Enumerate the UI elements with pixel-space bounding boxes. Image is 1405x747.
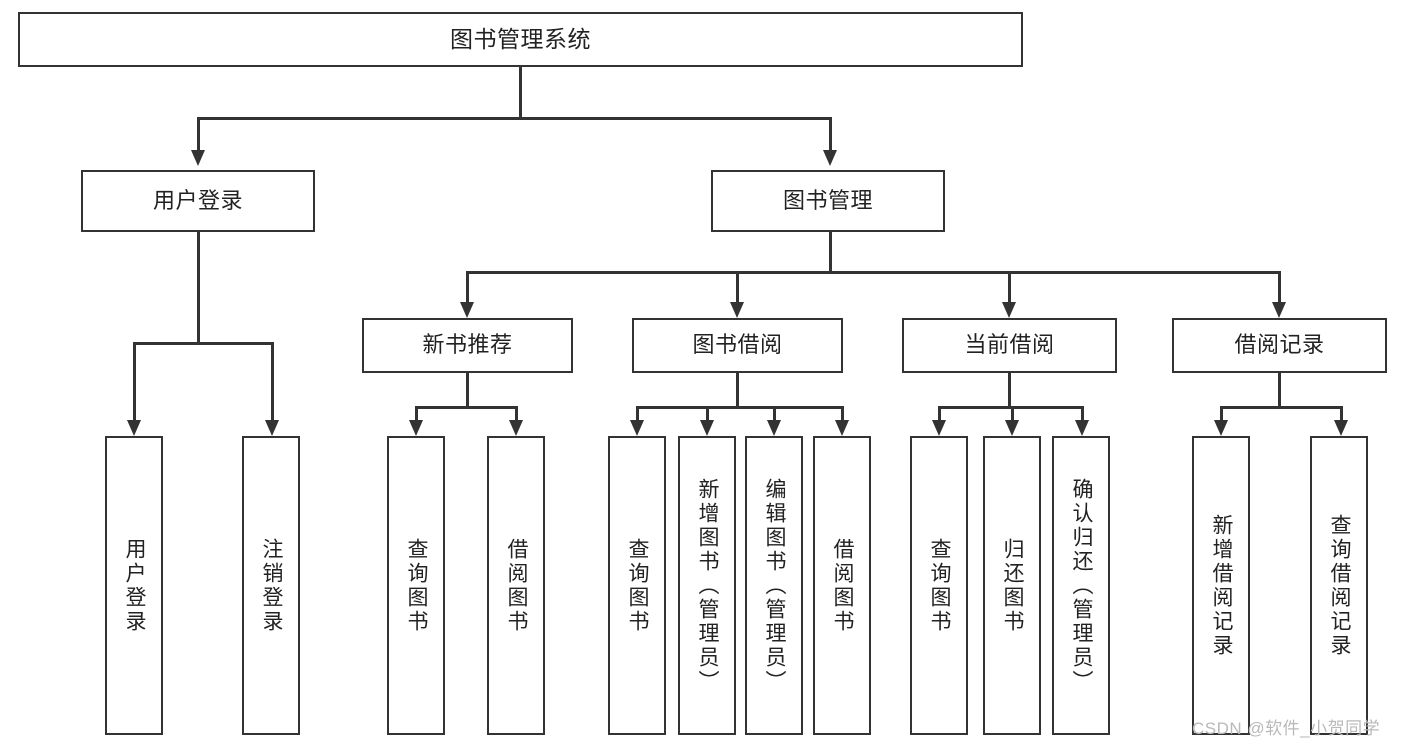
node-root-system-label: 图书管理系统: [450, 26, 591, 53]
arrowhead-leaf-add-book-admin: [700, 420, 714, 436]
connector-nbr-l1: [415, 406, 418, 420]
connector-root-to-user-login: [197, 117, 200, 150]
connector-nbr-bus: [415, 406, 517, 409]
arrowhead-leaf-return-book: [1005, 420, 1019, 436]
node-root-system[interactable]: 图书管理系统: [18, 12, 1023, 67]
arrowhead-leaf-query-record: [1334, 420, 1348, 436]
connector-bm-to-current-borrow: [1008, 271, 1011, 302]
node-leaf-query-record-label: 查询借阅记录: [1328, 513, 1352, 658]
arrowhead-leaf-borrow-book-rec: [509, 420, 523, 436]
connector-br-trunk: [1278, 373, 1281, 406]
connector-cb-l3: [1081, 406, 1084, 420]
connector-bb-l4: [841, 406, 844, 420]
node-leaf-query-book-cur-label: 查询图书: [928, 537, 952, 634]
node-new-book-rec-label: 新书推荐: [422, 332, 513, 358]
node-leaf-edit-book-admin[interactable]: 编辑图书（管理员）: [745, 436, 803, 735]
node-borrow-record[interactable]: 借阅记录: [1172, 318, 1387, 373]
node-user-login-label: 用户登录: [152, 187, 243, 213]
arrowhead-user-login: [191, 150, 205, 166]
node-book-manage[interactable]: 图书管理: [711, 170, 945, 232]
node-leaf-query-book-borrow-label: 查询图书: [626, 537, 650, 634]
node-user-login[interactable]: 用户登录: [81, 170, 315, 232]
arrowhead-leaf-user-login: [127, 420, 141, 436]
connector-bb-l2: [706, 406, 709, 420]
arrowhead-leaf-query-book-borrow: [630, 420, 644, 436]
arrowhead-leaf-query-book-cur: [932, 420, 946, 436]
node-book-borrow[interactable]: 图书借阅: [632, 318, 843, 373]
node-book-borrow-label: 图书借阅: [692, 332, 783, 358]
connector-root-trunk: [519, 67, 522, 117]
connector-bb-l1: [636, 406, 639, 420]
arrowhead-leaf-borrow-book: [835, 420, 849, 436]
node-leaf-return-book[interactable]: 归还图书: [983, 436, 1041, 735]
node-leaf-borrow-book-rec[interactable]: 借阅图书: [487, 436, 545, 735]
node-current-borrow-label: 当前借阅: [964, 332, 1055, 358]
node-leaf-query-record[interactable]: 查询借阅记录: [1310, 436, 1368, 735]
connector-bm-to-borrow-record: [1278, 271, 1281, 302]
connector-user-login-l2: [271, 342, 274, 420]
connector-cb-trunk: [1008, 373, 1011, 406]
connector-cb-l2: [1011, 406, 1014, 420]
node-leaf-query-book-rec-label: 查询图书: [405, 537, 429, 634]
node-leaf-logout-label: 注销登录: [260, 537, 284, 634]
arrowhead-leaf-edit-book-admin: [767, 420, 781, 436]
node-leaf-return-book-label: 归还图书: [1001, 537, 1025, 634]
connector-bb-trunk: [736, 373, 739, 406]
node-current-borrow[interactable]: 当前借阅: [902, 318, 1117, 373]
node-leaf-logout[interactable]: 注销登录: [242, 436, 300, 735]
node-leaf-query-book-cur[interactable]: 查询图书: [910, 436, 968, 735]
connector-bm-to-book-borrow: [736, 271, 739, 302]
connector-book-manage-trunk: [829, 232, 832, 271]
node-leaf-user-login-label: 用户登录: [123, 537, 147, 634]
connector-bm-to-new-book-rec: [466, 271, 469, 302]
connector-br-l2: [1340, 406, 1343, 420]
node-leaf-user-login[interactable]: 用户登录: [105, 436, 163, 735]
connector-br-l1: [1220, 406, 1223, 420]
connector-user-login-bus: [133, 342, 271, 345]
connector-bb-bus: [636, 406, 841, 409]
node-leaf-borrow-book-rec-label: 借阅图书: [505, 537, 529, 634]
node-leaf-edit-book-admin-label: 编辑图书（管理员）: [763, 477, 787, 694]
connector-book-manage-bus: [466, 271, 1280, 274]
node-borrow-record-label: 借阅记录: [1234, 332, 1325, 358]
node-leaf-query-book-rec[interactable]: 查询图书: [387, 436, 445, 735]
arrowhead-borrow-record: [1272, 302, 1286, 318]
connector-cb-l1: [938, 406, 941, 420]
connector-nbr-trunk: [466, 373, 469, 406]
connector-bb-l3: [773, 406, 776, 420]
node-new-book-rec[interactable]: 新书推荐: [362, 318, 573, 373]
arrowhead-leaf-confirm-return-admin: [1075, 420, 1089, 436]
node-leaf-add-book-admin-label: 新增图书（管理员）: [696, 477, 720, 694]
connector-root-bus: [197, 117, 831, 120]
arrowhead-book-borrow: [730, 302, 744, 318]
connector-br-bus: [1220, 406, 1340, 409]
arrowhead-leaf-add-record: [1214, 420, 1228, 436]
arrowhead-current-borrow: [1002, 302, 1016, 318]
node-leaf-borrow-book[interactable]: 借阅图书: [813, 436, 871, 735]
node-leaf-add-book-admin[interactable]: 新增图书（管理员）: [678, 436, 736, 735]
node-leaf-confirm-return-admin[interactable]: 确认归还（管理员）: [1052, 436, 1110, 735]
node-leaf-add-record-label: 新增借阅记录: [1210, 513, 1234, 658]
node-leaf-add-record[interactable]: 新增借阅记录: [1192, 436, 1250, 735]
node-leaf-query-book-borrow[interactable]: 查询图书: [608, 436, 666, 735]
connector-cb-bus: [938, 406, 1081, 409]
arrowhead-new-book-rec: [460, 302, 474, 318]
connector-root-to-book-manage: [829, 117, 832, 150]
arrowhead-leaf-logout: [265, 420, 279, 436]
arrowhead-book-manage: [823, 150, 837, 166]
node-leaf-confirm-return-admin-label: 确认归还（管理员）: [1070, 477, 1094, 694]
connector-user-login-l1: [133, 342, 136, 420]
connector-nbr-l2: [515, 406, 518, 420]
arrowhead-leaf-query-book-rec: [409, 420, 423, 436]
node-leaf-borrow-book-label: 借阅图书: [831, 537, 855, 634]
connector-user-login-trunk: [197, 232, 200, 342]
node-book-manage-label: 图书管理: [782, 187, 873, 213]
